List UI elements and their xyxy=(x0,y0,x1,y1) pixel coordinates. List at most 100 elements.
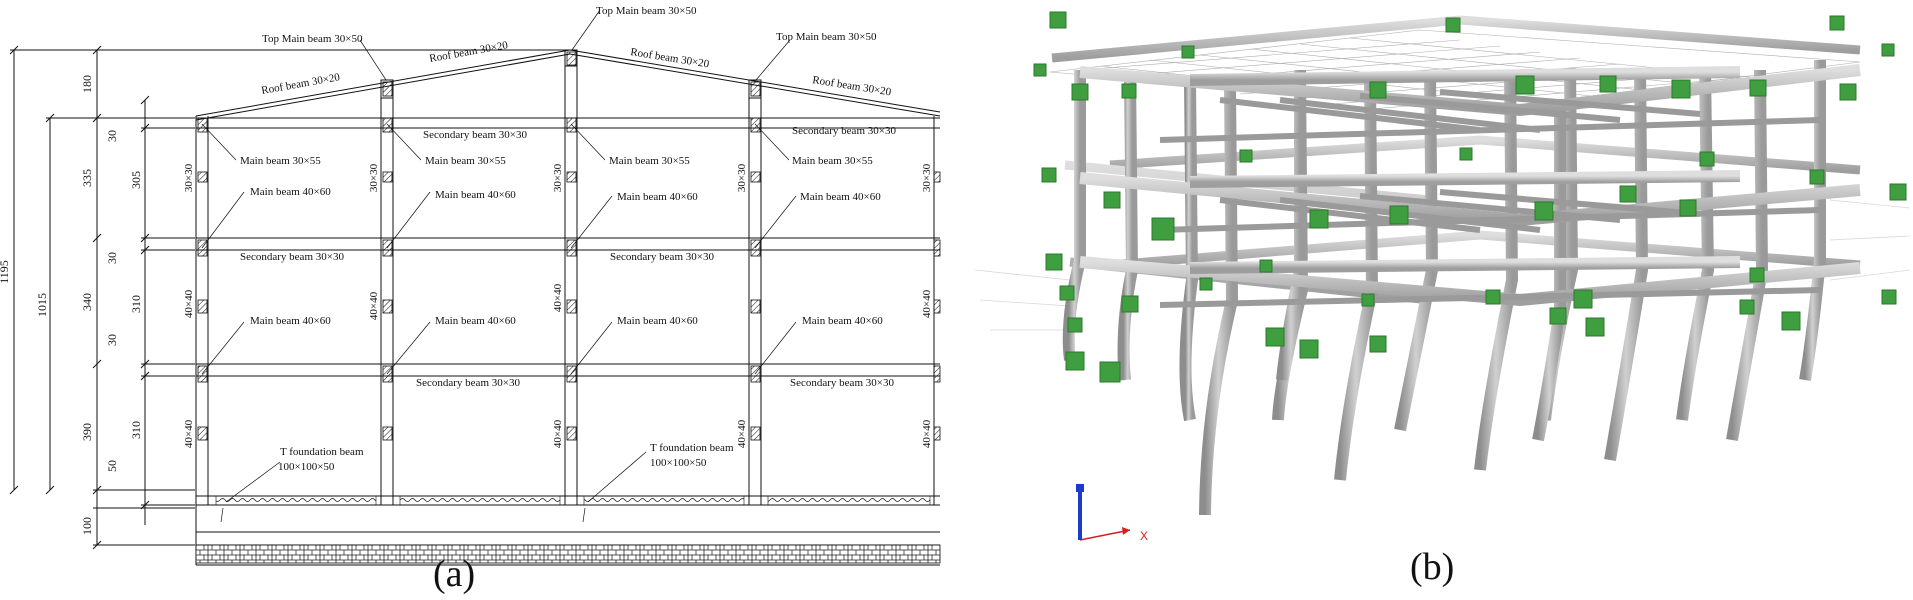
joint-marker xyxy=(1549,307,1567,325)
dim-frame-height: 1015 xyxy=(35,293,49,317)
dim-inner-2: 305 xyxy=(129,171,143,189)
label-main-beam-40x60: Main beam 40×60 xyxy=(800,191,881,203)
label-secondary-beam: Secondary beam 30×30 xyxy=(610,251,714,263)
beam-section xyxy=(197,365,208,383)
joint-marker xyxy=(1881,289,1897,305)
joint-marker xyxy=(1067,317,1083,333)
joint-marker xyxy=(1389,205,1409,225)
label-main-beam-40x60: Main beam 40×60 xyxy=(250,315,331,327)
column-section xyxy=(566,426,577,441)
label-foundation-beam-size: 100×100×50 xyxy=(650,457,707,469)
joint-marker xyxy=(1671,79,1691,99)
joint-marker xyxy=(1585,317,1605,337)
label-column-40x40: 40×40 xyxy=(183,289,195,318)
top-beam-section xyxy=(382,81,393,97)
column-section xyxy=(750,426,761,441)
beam-section xyxy=(933,239,941,257)
column-section xyxy=(197,426,208,441)
joint-marker xyxy=(1749,79,1767,97)
column-section xyxy=(933,426,941,441)
label-main-beam-40x60: Main beam 40×60 xyxy=(250,186,331,198)
dim-inner-1: 30 xyxy=(105,130,119,142)
joint-marker xyxy=(1045,253,1063,271)
joint-marker xyxy=(1573,289,1593,309)
label-column-30x30: 30×30 xyxy=(736,163,748,192)
column xyxy=(1062,70,1086,361)
beam-section xyxy=(750,239,761,257)
top-beam-section xyxy=(750,81,761,97)
label-column-40x40: 40×40 xyxy=(736,419,748,448)
column-section xyxy=(750,171,761,183)
joint-marker xyxy=(1485,289,1501,305)
label-main-beam-40x60: Main beam 40×60 xyxy=(617,191,698,203)
label-secondary-beam: Secondary beam 30×30 xyxy=(423,129,527,141)
column xyxy=(1394,71,1439,432)
label-column-40x40: 40×40 xyxy=(552,419,564,448)
column xyxy=(1276,70,1306,381)
column xyxy=(1117,71,1139,381)
label-main-beam-30x55: Main beam 30×55 xyxy=(792,155,873,167)
joint-marker xyxy=(1619,185,1637,203)
top-beam-section xyxy=(566,51,577,66)
axis-triad: X xyxy=(1076,484,1148,543)
joint-marker xyxy=(1265,327,1285,347)
label-foundation-beam: T foundation beam xyxy=(280,446,364,458)
label-main-beam-30x55: Main beam 30×55 xyxy=(240,155,321,167)
dim-roof: 180 xyxy=(80,75,94,93)
joint-marker xyxy=(1181,45,1195,59)
joint-marker xyxy=(1299,339,1319,359)
joint-marker xyxy=(1829,15,1845,31)
joint-marker xyxy=(1121,295,1139,313)
label-column-30x30: 30×30 xyxy=(368,163,380,192)
label-main-beam-40x60: Main beam 40×60 xyxy=(435,315,516,327)
label-foundation-beam: T foundation beam xyxy=(650,442,734,454)
joint-marker xyxy=(1103,191,1121,209)
joint-marker xyxy=(1749,267,1765,283)
joint-marker xyxy=(1199,277,1213,291)
beam-section xyxy=(382,365,393,383)
frame-elevation-drawing: 1195 1015 180 335 340 390 100 30 305 30 … xyxy=(0,5,941,566)
column xyxy=(1179,79,1199,422)
label-main-beam-40x60: Main beam 40×60 xyxy=(435,189,516,201)
joint-marker xyxy=(1259,259,1273,273)
column-section xyxy=(566,171,577,183)
label-column-40x40: 40×40 xyxy=(921,419,933,448)
joint-marker xyxy=(1459,147,1473,161)
beam-section xyxy=(382,239,393,257)
label-column-40x40: 40×40 xyxy=(368,291,380,320)
column-section xyxy=(750,299,761,314)
joint-marker xyxy=(1059,285,1075,301)
joint-marker xyxy=(1239,149,1253,163)
joint-marker xyxy=(1049,11,1067,29)
column-section xyxy=(197,171,208,183)
beam-section xyxy=(197,239,208,257)
label-roof-beam: Roof beam 30×20 xyxy=(260,71,341,97)
label-column-40x40: 40×40 xyxy=(921,289,933,318)
x-axis-label: X xyxy=(1140,529,1148,543)
dim-inner-7: 50 xyxy=(105,460,119,472)
joint-marker xyxy=(1151,217,1175,241)
joint-marker xyxy=(1534,201,1554,221)
joint-marker xyxy=(1361,293,1375,307)
label-column-40x40: 40×40 xyxy=(552,283,564,312)
joint-marker xyxy=(1065,351,1085,371)
label-top-main-beam: Top Main beam 30×50 xyxy=(596,5,697,17)
label-secondary-beam: Secondary beam 30×30 xyxy=(240,251,344,263)
column-section xyxy=(382,171,393,183)
column-section xyxy=(197,299,208,314)
joint-marker xyxy=(1369,81,1387,99)
joint-marker xyxy=(1071,83,1089,101)
joint-marker xyxy=(1889,183,1907,201)
foundation-soil-strip xyxy=(215,495,377,506)
beam-section xyxy=(566,239,577,257)
label-secondary-beam: Secondary beam 30×30 xyxy=(416,377,520,389)
label-secondary-beam: Secondary beam 30×30 xyxy=(790,377,894,389)
joint-marker xyxy=(1739,299,1755,315)
column-section xyxy=(933,171,941,183)
beam-section xyxy=(566,365,577,383)
label-top-main-beam: Top Main beam 30×50 xyxy=(262,33,363,45)
label-secondary-beam: Secondary beam 30×30 xyxy=(792,125,896,137)
dim-total-height: 1195 xyxy=(0,260,11,284)
panel-a-caption: (a) xyxy=(433,553,476,595)
label-roof-beam: Roof beam 30×20 xyxy=(428,39,509,65)
